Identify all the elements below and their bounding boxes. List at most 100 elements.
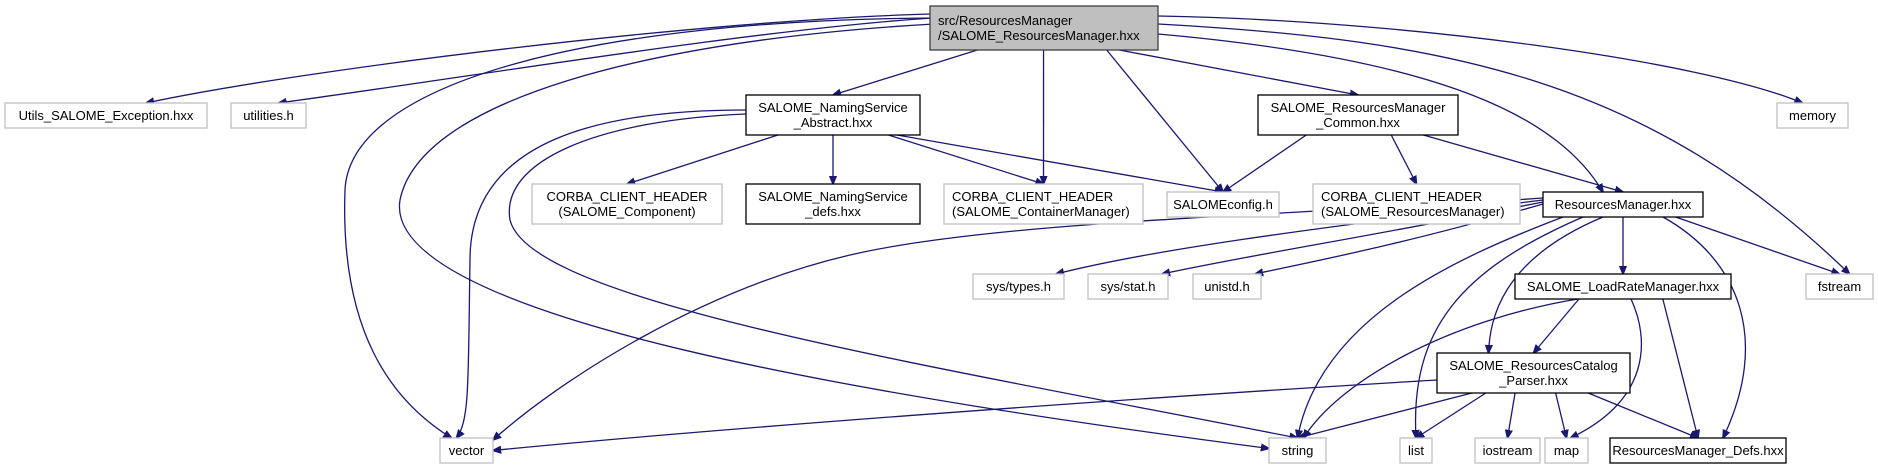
node-label: src/ResourcesManager — [938, 13, 1073, 28]
edge-load-rate-to-catalog-parser — [1534, 298, 1580, 353]
edge-resources-manager-to-rm-defs — [1662, 216, 1746, 438]
edge-root-to-salomeconfig — [1106, 49, 1223, 192]
edge-resources-manager-to-string — [1298, 216, 1564, 438]
node-map: map — [1544, 437, 1589, 464]
node-box — [1514, 273, 1732, 300]
node-box — [1166, 191, 1280, 218]
node-label: SALOME_ResourcesManager — [1271, 100, 1447, 115]
edge-ns-abstract-to-corba-container — [888, 134, 1043, 184]
node-list: list — [1399, 437, 1433, 464]
node-box — [943, 183, 1144, 225]
node-box — [1087, 273, 1169, 300]
node-label: Utils_SALOME_Exception.hxx — [19, 108, 194, 123]
node-box — [1776, 102, 1849, 129]
node-fstream: fstream — [1805, 273, 1874, 300]
edge-resources-manager-to-list — [1416, 216, 1584, 438]
node-label: (SALOME_ResourcesManager) — [1321, 204, 1505, 219]
edge-root-to-utilities — [279, 17, 933, 103]
edge-rm-common-to-salomeconfig — [1223, 134, 1307, 192]
node-memory: memory — [1776, 102, 1849, 129]
node-label: sys/types.h — [986, 279, 1051, 294]
node-label: vector — [449, 443, 485, 458]
node-label: unistd.h — [1204, 279, 1250, 294]
node-box — [1474, 437, 1541, 464]
node-box — [1192, 273, 1262, 300]
node-box — [1544, 437, 1589, 464]
edge-root-to-vector — [344, 17, 935, 438]
node-box — [1399, 437, 1433, 464]
node-label: memory — [1789, 108, 1836, 123]
node-utils-exc: Utils_SALOME_Exception.hxx — [4, 102, 208, 129]
node-catalog-parser[interactable]: SALOME_ResourcesCatalog_Parser.hxx — [1436, 352, 1631, 394]
node-label: iostream — [1483, 443, 1533, 458]
node-label: _Common.hxx — [1315, 115, 1400, 130]
node-corba-component: CORBA_CLIENT_HEADER(SALOME_Component) — [531, 183, 723, 225]
node-rm-common[interactable]: SALOME_ResourcesManager_Common.hxx — [1257, 94, 1459, 136]
edge-load-rate-to-string — [1304, 298, 1579, 438]
node-box — [230, 102, 307, 129]
node-box — [4, 102, 208, 129]
node-sys-types: sys/types.h — [972, 273, 1065, 300]
node-label: ResourcesManager.hxx — [1555, 197, 1692, 212]
node-box — [745, 183, 921, 225]
edge-ns-abstract-to-salomeconfig — [896, 134, 1223, 192]
edge-rm-common-to-corba-resources — [1390, 134, 1416, 184]
edge-catalog-parser-to-iostream — [1508, 392, 1516, 438]
edge-ns-abstract-to-vector — [457, 109, 747, 438]
node-box — [1268, 437, 1327, 464]
node-box — [531, 183, 723, 225]
node-resources-manager[interactable]: ResourcesManager.hxx — [1542, 191, 1704, 218]
node-label: SALOMEconfig.h — [1173, 197, 1273, 212]
edge-root-to-resources-manager — [1157, 33, 1603, 192]
edge-catalog-parser-to-vector — [493, 379, 1438, 451]
node-box — [1805, 273, 1874, 300]
node-box — [1436, 352, 1631, 394]
edge-catalog-parser-to-list — [1416, 392, 1487, 438]
node-label: SALOME_NamingService — [758, 189, 908, 204]
edge-catalog-parser-to-string — [1298, 392, 1473, 438]
edge-root-to-ns-abstract — [833, 49, 978, 95]
node-box — [972, 273, 1065, 300]
node-label: string — [1282, 443, 1314, 458]
node-label: CORBA_CLIENT_HEADER — [546, 189, 707, 204]
node-box — [1542, 191, 1704, 218]
node-label: (SALOME_ContainerManager) — [952, 204, 1130, 219]
node-unistd: unistd.h — [1192, 273, 1262, 300]
edge-catalog-parser-to-rm-defs — [1587, 392, 1698, 438]
node-rm-defs[interactable]: ResourcesManager_Defs.hxx — [1609, 437, 1787, 464]
node-salomeconfig: SALOMEconfig.h — [1166, 191, 1280, 218]
edge-resources-manager-to-catalog-parser — [1489, 216, 1604, 353]
node-sys-stat: sys/stat.h — [1087, 273, 1169, 300]
edge-root-to-rm-common — [1119, 49, 1358, 95]
edge-load-rate-to-map — [1571, 298, 1642, 438]
node-box — [745, 94, 921, 136]
edge-load-rate-to-rm-defs — [1662, 298, 1698, 438]
node-box — [1609, 437, 1787, 464]
edge-root-to-string — [399, 23, 1269, 449]
node-ns-defs[interactable]: SALOME_NamingService_defs.hxx — [745, 183, 921, 225]
edge-rm-common-to-resources-manager — [1423, 134, 1623, 192]
node-label: sys/stat.h — [1101, 279, 1156, 294]
node-ns-abstract[interactable]: SALOME_NamingService_Abstract.hxx — [745, 94, 921, 136]
node-box — [1312, 183, 1521, 225]
node-corba-resources: CORBA_CLIENT_HEADER(SALOME_ResourcesMana… — [1312, 183, 1521, 225]
node-label: _Abstract.hxx — [793, 115, 873, 130]
node-label: (SALOME_Component) — [558, 204, 695, 219]
node-root[interactable]: src/ResourcesManager/SALOME_ResourcesMan… — [929, 5, 1159, 51]
node-label: utilities.h — [243, 108, 294, 123]
node-utilities: utilities.h — [230, 102, 307, 129]
node-label: CORBA_CLIENT_HEADER — [1321, 189, 1482, 204]
edge-ns-abstract-to-string — [508, 113, 1297, 438]
node-box — [1257, 94, 1459, 136]
node-load-rate[interactable]: SALOME_LoadRateManager.hxx — [1514, 273, 1732, 300]
nodes-layer: src/ResourcesManager/SALOME_ResourcesMan… — [4, 5, 1874, 464]
node-label: CORBA_CLIENT_HEADER — [952, 189, 1113, 204]
node-label: /SALOME_ResourcesManager.hxx — [938, 28, 1140, 43]
node-label: fstream — [1818, 279, 1861, 294]
node-string: string — [1268, 437, 1327, 464]
edge-resources-manager-to-fstream — [1675, 216, 1840, 274]
node-label: SALOME_ResourcesCatalog — [1449, 358, 1617, 373]
node-iostream: iostream — [1474, 437, 1541, 464]
edge-root-to-memory — [1157, 15, 1803, 103]
